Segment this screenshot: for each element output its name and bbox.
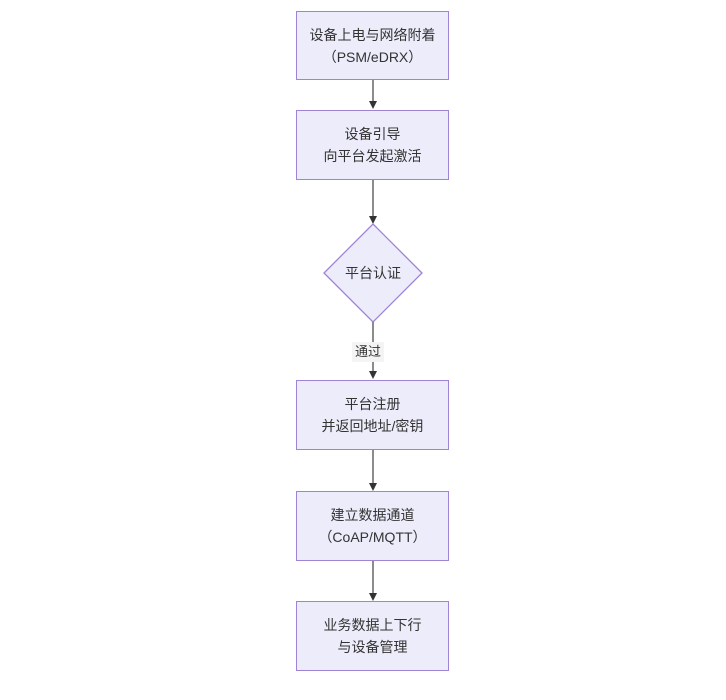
flow-node-auth-label: 平台认证: [345, 265, 401, 281]
flow-connector-power-on-to-bootstrap: [369, 80, 377, 109]
flow-node-register-line2: 并返回地址/密钥: [321, 418, 424, 434]
flow-node-power-on-line2: （PSM/eDRX）: [322, 48, 423, 65]
flow-node-bootstrap-line1: 设备引导: [344, 126, 401, 142]
flow-node-register-line1: 平台注册: [344, 396, 401, 412]
flow-node-auth[interactable]: 平台认证: [323, 223, 423, 323]
flow-node-channel[interactable]: 建立数据通道 （CoAP/MQTT）: [296, 491, 449, 561]
flow-node-power-on-line1: 设备上电与网络附着: [309, 26, 436, 43]
flow-node-channel-line2: （CoAP/MQTT）: [318, 529, 427, 545]
flow-edge-label-pass: 通过: [352, 342, 385, 362]
flow-node-bootstrap[interactable]: 设备引导 向平台发起激活: [296, 110, 449, 180]
flow-node-register[interactable]: 平台注册 并返回地址/密钥: [296, 380, 449, 450]
flow-node-bootstrap-line2: 向平台发起激活: [323, 148, 422, 164]
flow-connector-bootstrap-to-auth: [369, 180, 377, 224]
flow-node-power-on[interactable]: 设备上电与网络附着 （PSM/eDRX）: [296, 11, 449, 80]
flow-node-business-line2: 与设备管理: [337, 639, 408, 655]
flow-node-business-line1: 业务数据上下行: [323, 617, 422, 633]
flow-node-business[interactable]: 业务数据上下行 与设备管理: [296, 601, 449, 671]
flow-connector-channel-to-business: [369, 561, 377, 601]
flow-connector-register-to-channel: [369, 450, 377, 491]
flow-node-channel-line1: 建立数据通道: [330, 507, 415, 523]
